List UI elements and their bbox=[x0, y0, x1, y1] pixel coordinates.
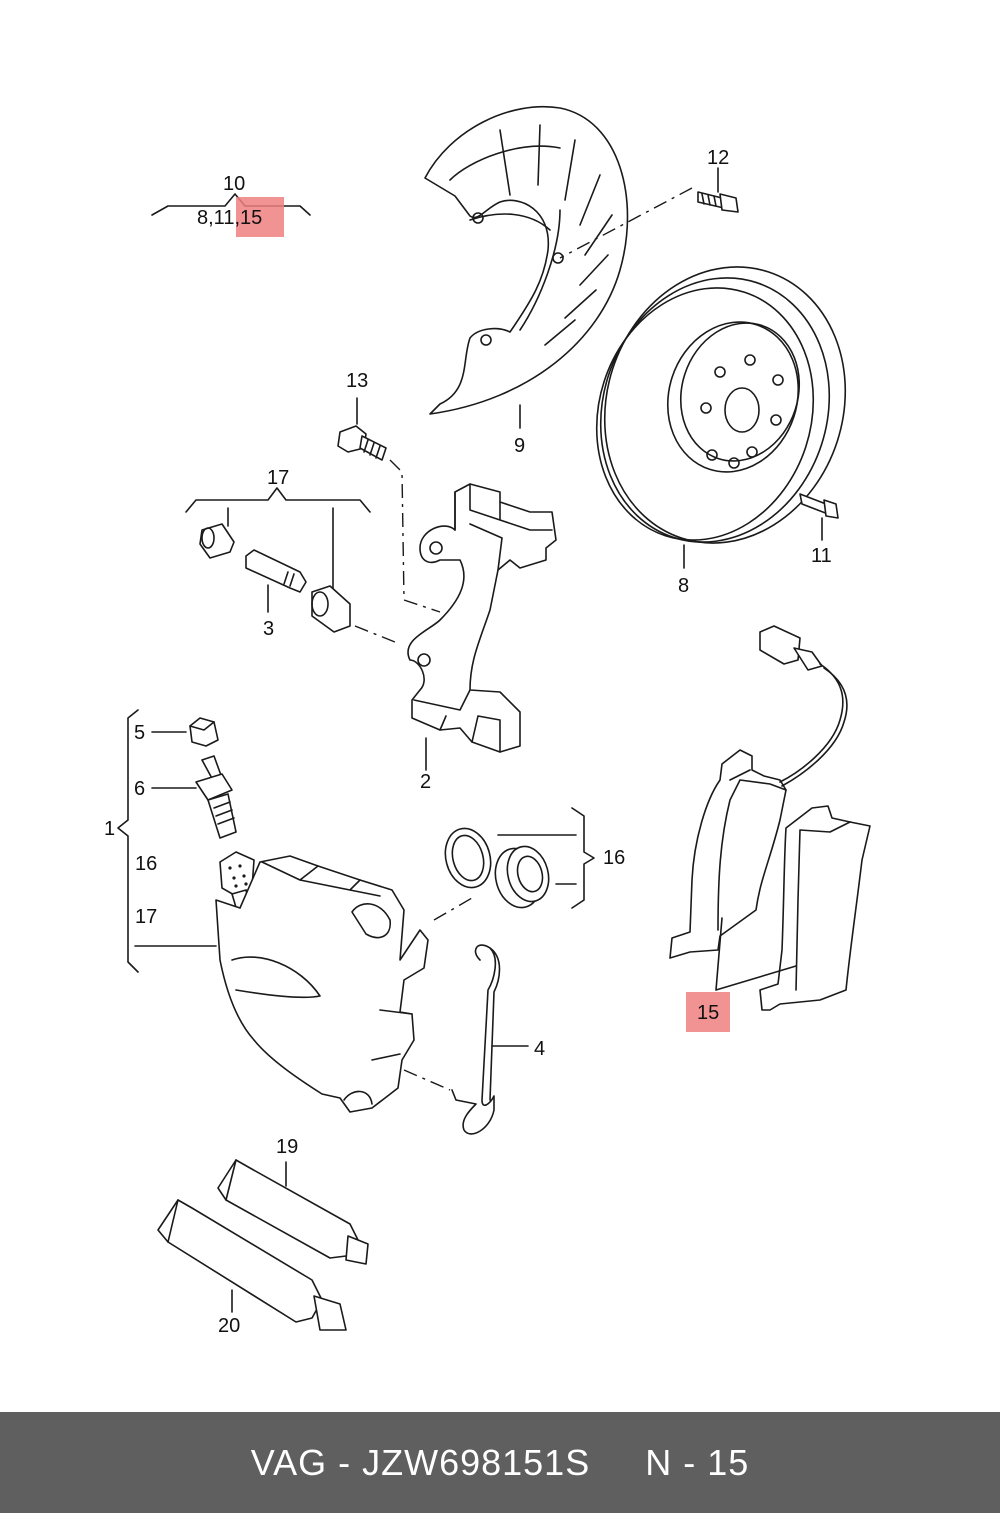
callout-17-left: 17 bbox=[135, 906, 158, 928]
callout-6: 6 bbox=[134, 778, 146, 800]
brake-pads-part-15 bbox=[669, 749, 871, 1011]
callout-19: 19 bbox=[276, 1136, 299, 1158]
callout-16-left: 16 bbox=[135, 853, 158, 875]
seal-ring-part-16 bbox=[444, 827, 492, 889]
retaining-spring-part-4 bbox=[451, 944, 529, 1135]
bolt-part-12 bbox=[697, 167, 739, 213]
callout-16-right: 16 bbox=[603, 847, 626, 869]
bleed-valve-part-6 bbox=[195, 755, 237, 839]
cap-part-5 bbox=[189, 717, 219, 747]
guide-pin-part-3 bbox=[245, 549, 307, 613]
group-items-b: 15 bbox=[240, 207, 263, 229]
group-ref-label: 10 bbox=[223, 173, 246, 195]
highlight-callout-15 bbox=[686, 992, 730, 1032]
callout-13: 13 bbox=[346, 370, 369, 392]
callout-1: 1 bbox=[104, 818, 116, 840]
group-bracket-10 bbox=[151, 193, 311, 216]
callout-11: 11 bbox=[811, 545, 832, 567]
footer-bar: VAG - JZW698151S N - 15 bbox=[0, 1412, 1000, 1513]
part-number-text: VAG - JZW698151S N - 15 bbox=[250, 1442, 750, 1483]
group-items-label: 8,11,15 bbox=[197, 208, 262, 228]
dust-shield-part-9 bbox=[424, 106, 629, 429]
grease-tube-part-20 bbox=[157, 1199, 347, 1331]
callout-5: 5 bbox=[134, 722, 146, 744]
caliper-carrier-part-2 bbox=[407, 483, 557, 771]
screw-part-11 bbox=[799, 493, 839, 541]
callout-9: 9 bbox=[514, 435, 526, 457]
caliper-housing-part-1 bbox=[215, 855, 429, 1113]
callout-4: 4 bbox=[534, 1038, 546, 1060]
grease-tube-part-19 bbox=[217, 1159, 369, 1265]
exploded-brake-diagram bbox=[117, 106, 871, 1331]
callout-17-top: 17 bbox=[267, 467, 290, 489]
bushing-part-17 bbox=[311, 585, 351, 633]
brake-disc-part-8 bbox=[595, 266, 847, 569]
cap-part-17 bbox=[199, 523, 235, 559]
kit-bracket-1 bbox=[117, 709, 217, 973]
bolt-part-13 bbox=[337, 397, 387, 461]
callout-15: 15 bbox=[697, 1002, 720, 1024]
wear-sensor bbox=[759, 625, 848, 787]
callout-20: 20 bbox=[218, 1315, 241, 1337]
callout-3: 3 bbox=[263, 618, 275, 640]
kit-bracket-17-top bbox=[185, 487, 371, 589]
callout-8: 8 bbox=[678, 575, 690, 597]
callout-2: 2 bbox=[420, 771, 432, 793]
piston-seal-part-16 bbox=[494, 845, 550, 909]
group-items-a: 8,11, bbox=[197, 207, 240, 229]
highlight-header-15 bbox=[236, 197, 284, 237]
callout-12: 12 bbox=[707, 147, 730, 169]
